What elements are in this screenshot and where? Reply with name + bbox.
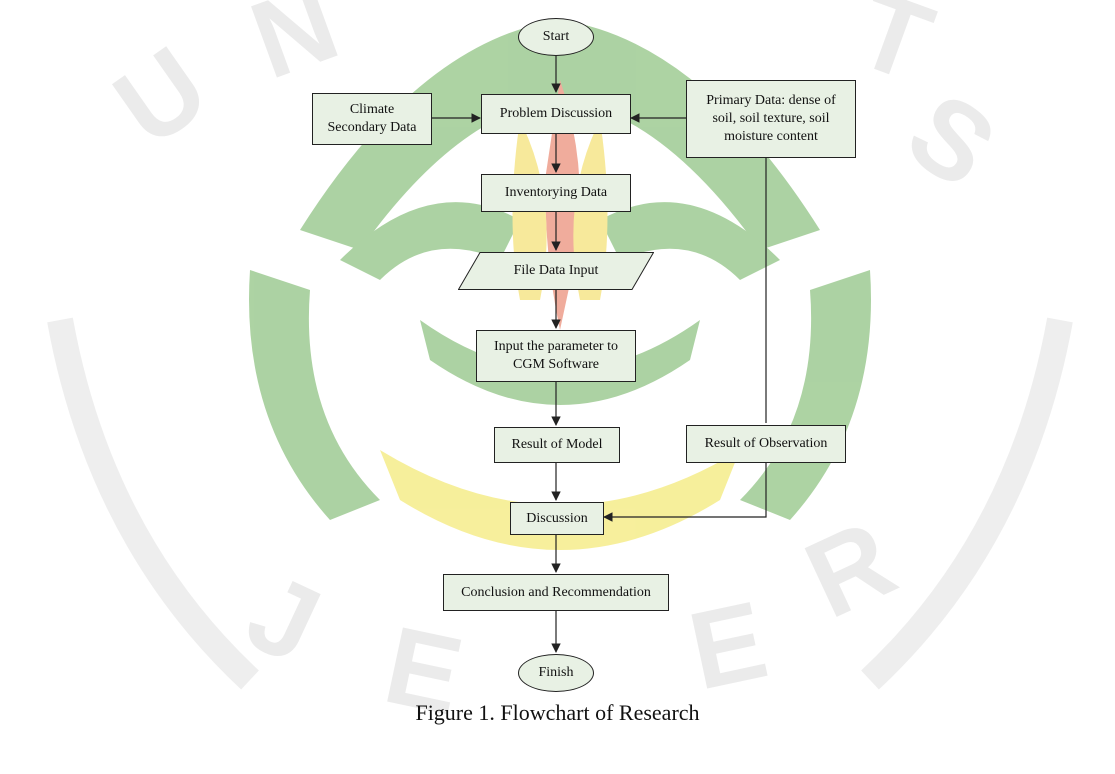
finish-node: Finish [518, 654, 594, 692]
primary-label-line2: soil, soil texture, soil [712, 111, 830, 126]
problem-discussion-box: Problem Discussion [481, 94, 631, 134]
finish-label: Finish [538, 665, 574, 680]
primary-label-line1: Primary Data: dense of [706, 93, 836, 108]
file-data-input-parallelogram: File Data Input [458, 252, 654, 290]
start-node: Start [518, 18, 594, 56]
climate-label-line1: Climate [349, 102, 395, 117]
file-data-input-label: File Data Input [513, 263, 599, 278]
climate-secondary-data-box: Climate Secondary Data [312, 93, 432, 145]
result-of-observation-label: Result of Observation [704, 436, 828, 451]
climate-label-line2: Secondary Data [327, 120, 417, 135]
conclusion-recommendation-label: Conclusion and Recommendation [461, 584, 651, 600]
cgm-input-box: Input the parameter to CGM Software [476, 330, 636, 382]
discussion-label: Discussion [526, 510, 588, 526]
primary-label-line3: moisture content [724, 129, 818, 144]
result-of-observation-box: Result of Observation [686, 425, 846, 463]
conclusion-recommendation-box: Conclusion and Recommendation [443, 574, 669, 611]
cgm-label-line1: Input the parameter to [493, 339, 618, 354]
figure-caption: Figure 1. Flowchart of Research [415, 700, 700, 725]
inventorying-data-label: Inventorying Data [504, 185, 608, 200]
arrow-observation-to-discussion [603, 463, 767, 522]
inventorying-data-box: Inventorying Data [481, 174, 631, 212]
problem-discussion-label: Problem Discussion [499, 106, 613, 121]
start-label: Start [542, 29, 570, 44]
result-of-model-label: Result of Model [511, 437, 603, 452]
cgm-label-line2: CGM Software [513, 357, 599, 372]
discussion-box: Discussion [510, 502, 604, 535]
result-of-model-box: Result of Model [494, 427, 620, 463]
primary-data-box: Primary Data: dense of soil, soil textur… [686, 80, 856, 158]
